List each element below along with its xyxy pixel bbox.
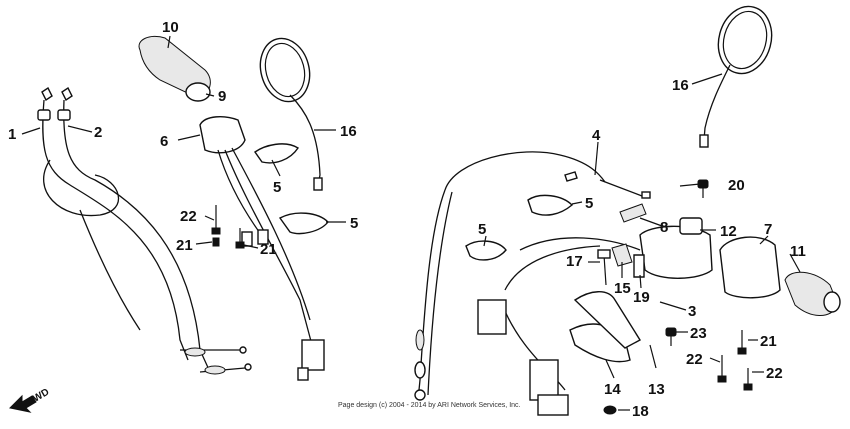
callout-20: 20 — [728, 177, 745, 194]
callout-5-d: 5 — [478, 221, 486, 238]
callout-12: 12 — [720, 223, 737, 240]
fwd-arrow: FWD — [8, 387, 51, 413]
left-switch — [199, 116, 325, 381]
right-mirror — [699, 5, 773, 148]
callout-22-right-b: 22 — [766, 365, 783, 382]
callout-11: 11 — [790, 243, 806, 260]
callout-19: 19 — [633, 289, 650, 306]
copyright-notice: Page design (c) 2004 - 2014 by ARI Netwo… — [338, 402, 521, 409]
clutch-cable — [414, 151, 651, 401]
callout-22-right-a: 22 — [686, 351, 703, 368]
callout-16-right: 16 — [672, 77, 689, 94]
leader-lines — [21, 35, 801, 411]
master-cylinder — [597, 203, 713, 286]
callout-2: 2 — [94, 124, 102, 141]
callout-23: 23 — [690, 325, 707, 342]
right-harness — [477, 237, 641, 416]
left-grip — [138, 35, 211, 102]
fwd-label: FWD — [26, 387, 51, 408]
throttle-cables — [37, 86, 252, 375]
callout-13: 13 — [648, 381, 665, 398]
callout-16-left: 16 — [340, 123, 357, 140]
callout-21-left-a: 21 — [176, 237, 193, 254]
callout-5-c: 5 — [585, 195, 593, 212]
callout-7: 7 — [764, 221, 772, 238]
callout-9: 9 — [218, 88, 226, 105]
callout-10: 10 — [162, 19, 179, 36]
right-clamps — [465, 194, 574, 261]
callout-3: 3 — [688, 303, 696, 320]
callout-4: 4 — [592, 127, 601, 144]
callout-6: 6 — [160, 133, 168, 150]
callout-5-b: 5 — [350, 215, 358, 232]
callout-1: 1 — [8, 126, 16, 143]
callout-22-left: 22 — [180, 208, 197, 225]
callout-17: 17 — [566, 253, 583, 270]
right-grip — [719, 236, 841, 316]
callout-21-right: 21 — [760, 333, 777, 350]
callout-5-a: 5 — [273, 179, 281, 196]
left-bolts — [211, 205, 245, 249]
callout-21-left-b: 21 — [260, 241, 277, 258]
callout-8: 8 — [660, 219, 668, 236]
callout-15: 15 — [614, 280, 631, 297]
right-small-parts — [603, 179, 753, 415]
callout-14: 14 — [604, 381, 621, 398]
left-mirror — [259, 37, 323, 191]
callout-18: 18 — [632, 403, 649, 420]
callouts: 1 2 10 9 16 6 5 5 22 21 21 4 5 5 8 12 7 … — [8, 19, 806, 420]
